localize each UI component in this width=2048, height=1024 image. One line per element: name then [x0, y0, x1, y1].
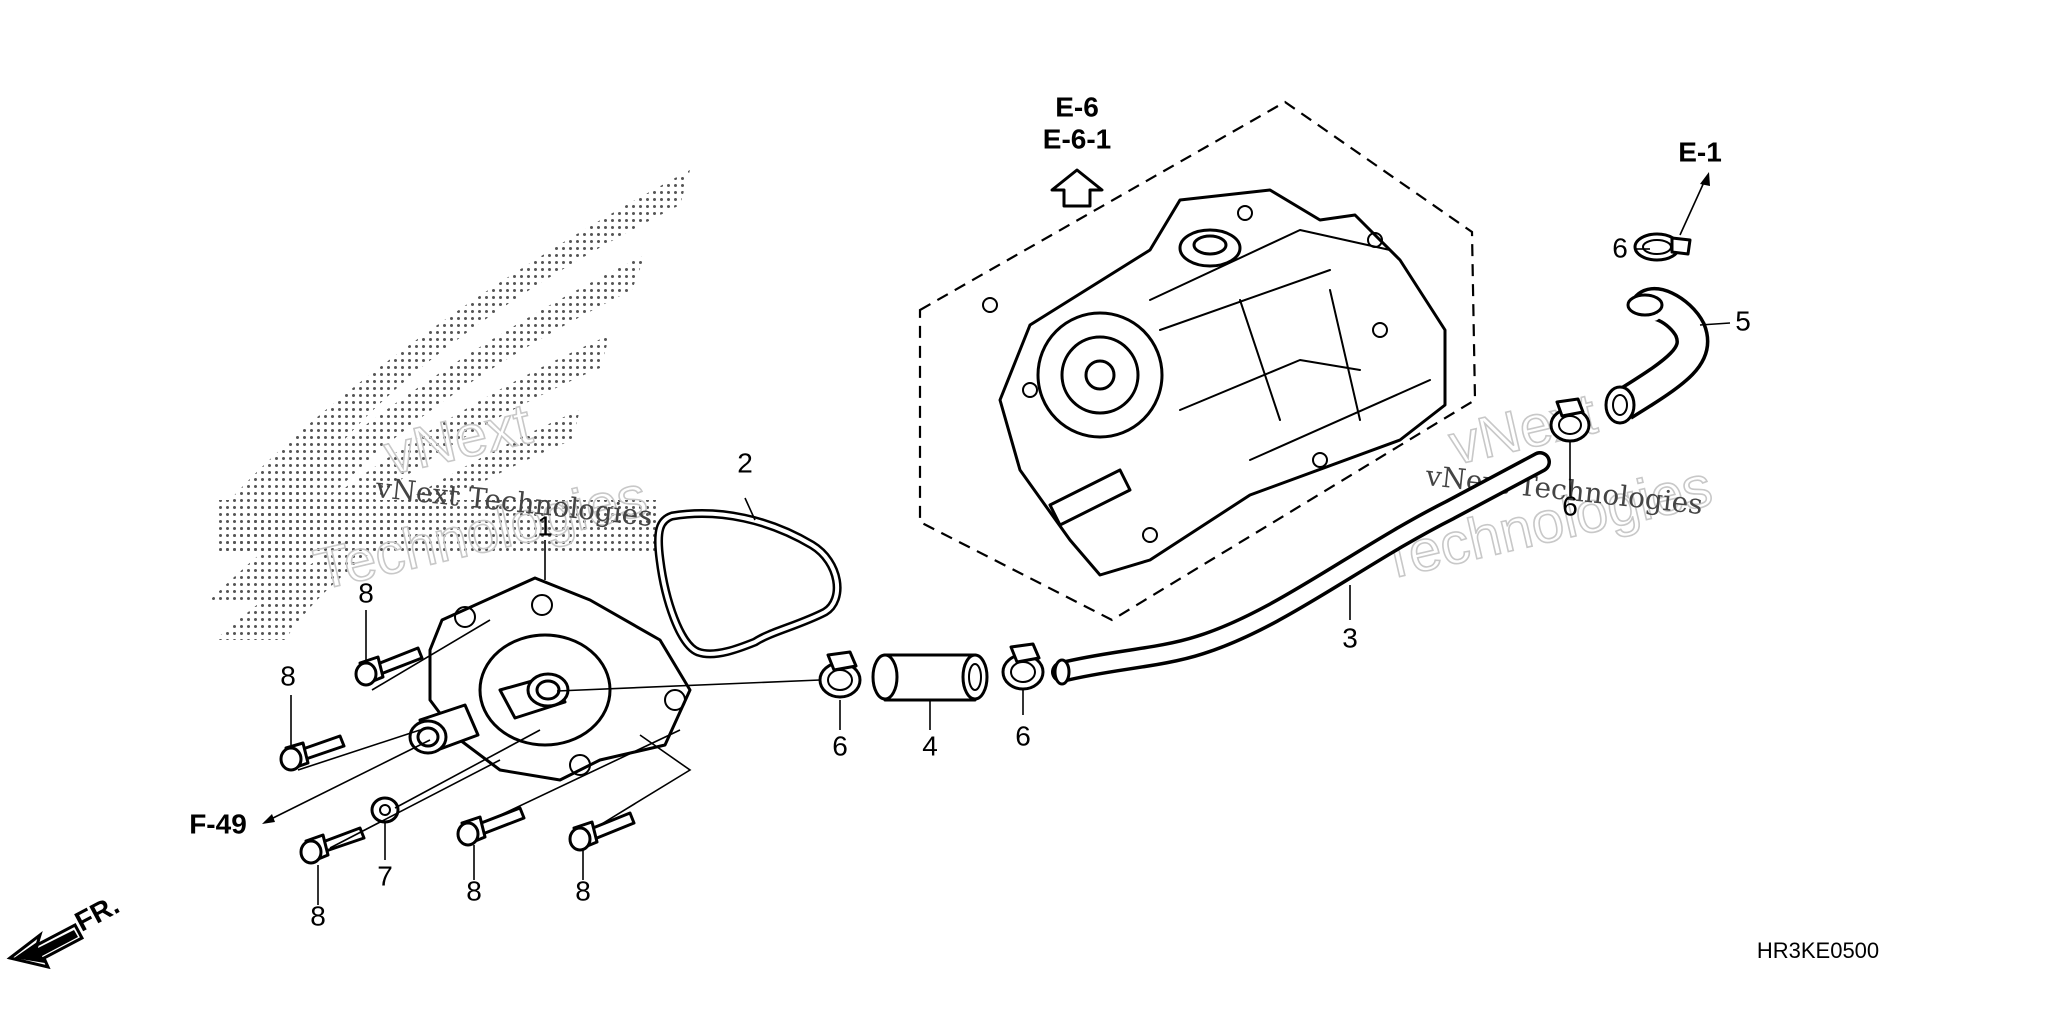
- callout-2: 2: [737, 447, 753, 478]
- callout-6: 6: [832, 730, 848, 761]
- callout-8: 8: [280, 660, 296, 691]
- honda-wing-logo: [210, 170, 690, 640]
- curved-hose: [1604, 287, 1710, 425]
- water-pipe: [1051, 451, 1551, 686]
- bolt: [279, 734, 346, 772]
- callout-1: 1: [537, 510, 553, 541]
- callout-7: 7: [377, 860, 393, 891]
- engine-reference: [918, 100, 1477, 622]
- callouts: 1 2 3 4 5 6 6 6 6 7 8 8 8 8 8: [280, 232, 1751, 931]
- callout-6: 6: [1612, 232, 1628, 263]
- hose-clamp: [1633, 232, 1692, 262]
- callout-5: 5: [1735, 305, 1751, 336]
- callout-8: 8: [358, 577, 374, 608]
- bolt: [456, 806, 526, 847]
- bolt: [568, 811, 636, 852]
- callout-8: 8: [466, 875, 482, 906]
- hose-clamp: [818, 650, 862, 699]
- water-pump-cover: [408, 576, 692, 782]
- hose-clamp: [1001, 642, 1045, 691]
- callout-8: 8: [310, 900, 326, 931]
- gasket: [654, 509, 842, 659]
- washer: [370, 796, 400, 824]
- short-hose: [871, 653, 989, 702]
- hose-clamp: [1549, 397, 1591, 443]
- callout-6: 6: [1562, 490, 1578, 521]
- hose-destination-ref: E-1: [1678, 136, 1722, 167]
- callout-3: 3: [1342, 622, 1358, 653]
- callout-4: 4: [922, 730, 938, 761]
- engine-ref-e6: E-6: [1055, 91, 1099, 122]
- diagram-code: HR3KE0500: [1757, 938, 1879, 963]
- leader-lines: [262, 172, 1731, 905]
- bolt: [299, 826, 366, 865]
- bolt: [354, 646, 424, 687]
- pipe-destination-ref: F-49: [189, 808, 247, 839]
- callout-8: 8: [575, 875, 591, 906]
- engine-ref-e6-1: E-6-1: [1043, 123, 1111, 154]
- up-arrow-icon: [1050, 168, 1104, 208]
- front-direction-arrow-icon: [6, 922, 85, 970]
- callout-6: 6: [1015, 720, 1031, 751]
